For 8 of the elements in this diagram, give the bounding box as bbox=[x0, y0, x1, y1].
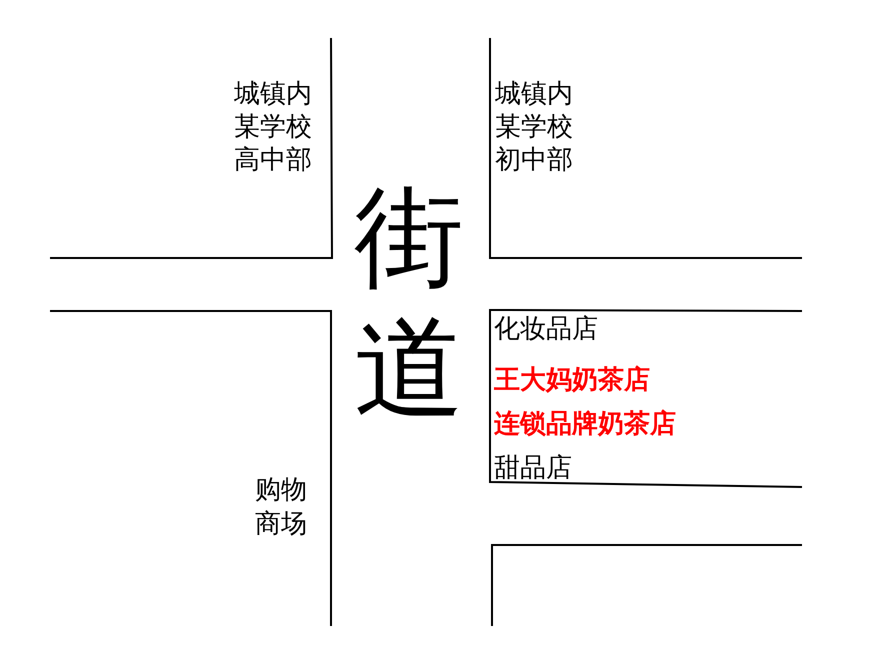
shop-label: 连锁品牌奶茶店 bbox=[494, 410, 676, 438]
place-label: 购物商场 bbox=[255, 474, 308, 541]
place-label: 城镇内某学校高中部 bbox=[234, 78, 313, 177]
street-name: 街道 bbox=[354, 172, 465, 434]
shop-label: 甜品店 bbox=[494, 454, 572, 482]
shop-label: 化妆品店 bbox=[494, 315, 598, 343]
place-label: 城镇内某学校初中部 bbox=[495, 78, 574, 177]
shop-label: 王大妈奶茶店 bbox=[494, 366, 650, 394]
